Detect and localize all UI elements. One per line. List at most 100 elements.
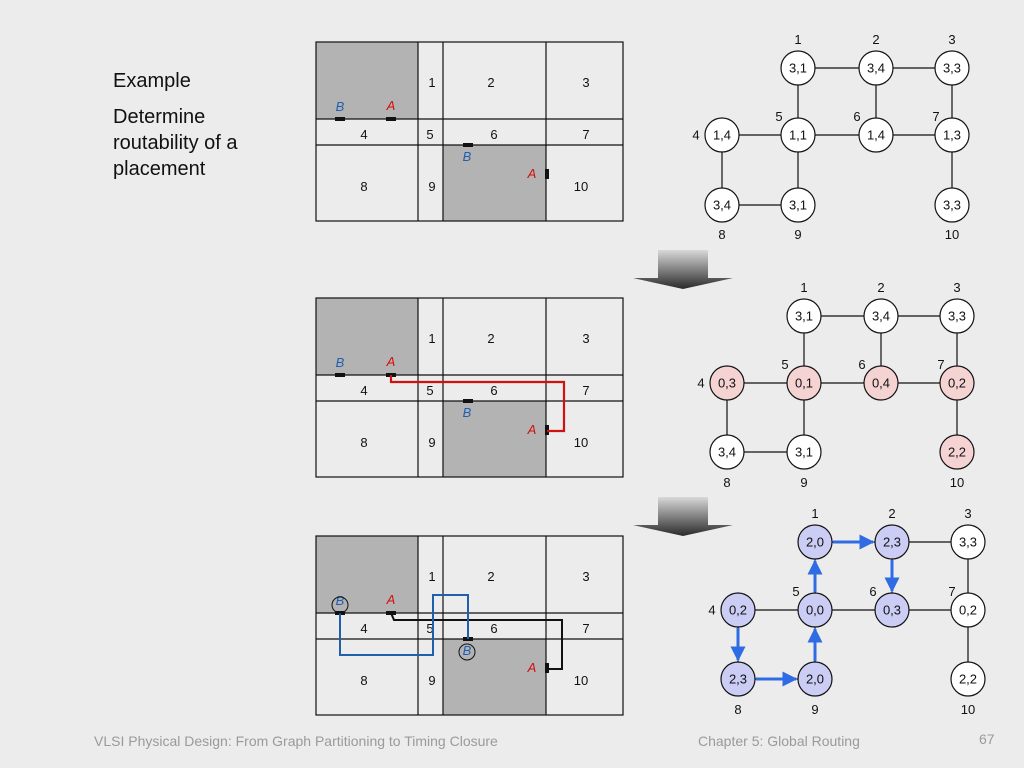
graph-label-side: 4 bbox=[692, 128, 699, 143]
cell-label-6: 6 bbox=[490, 621, 497, 636]
graph-node-value: 0,2 bbox=[729, 603, 747, 618]
cell-label-1: 1 bbox=[428, 569, 435, 584]
graph-node-2 bbox=[863, 298, 899, 334]
graph-label-side: 7 bbox=[937, 357, 944, 372]
graph-node-value: 0,2 bbox=[948, 376, 966, 391]
graph-label-bottom: 9 bbox=[811, 702, 818, 717]
graph-node-value: 1,4 bbox=[713, 128, 731, 143]
layout-border bbox=[315, 535, 624, 716]
graph-label-side: 7 bbox=[948, 584, 955, 599]
pin-a-label: A bbox=[386, 592, 396, 607]
cell-label-9: 9 bbox=[428, 673, 435, 688]
graph-node-value: 2,3 bbox=[883, 535, 901, 550]
footer-chapter: Chapter 5: Global Routing bbox=[698, 733, 860, 749]
graph-label-top: 3 bbox=[964, 506, 971, 521]
pin-a-label: A bbox=[527, 660, 537, 675]
page-number: 67 bbox=[979, 731, 995, 747]
graph-node-value: 0,3 bbox=[718, 376, 736, 391]
graph-node-10 bbox=[939, 434, 975, 470]
cell-label-8: 8 bbox=[360, 673, 367, 688]
cell-label-10: 10 bbox=[574, 179, 588, 194]
graph-node-6 bbox=[858, 117, 894, 153]
cell-label-10: 10 bbox=[574, 673, 588, 688]
pin-b-sink-marker bbox=[458, 643, 476, 661]
graph-node-3 bbox=[950, 524, 986, 560]
graph-label-side: 5 bbox=[775, 109, 782, 124]
graph-label-bottom: 9 bbox=[800, 475, 807, 490]
obstacle-cell-top-left bbox=[316, 42, 418, 119]
graph-node-6 bbox=[874, 592, 910, 628]
graph-label-side: 5 bbox=[792, 584, 799, 599]
graph-node-6 bbox=[863, 365, 899, 401]
cell-label-2: 2 bbox=[487, 569, 494, 584]
obstacle-cell-top-left bbox=[316, 536, 418, 613]
pin-a-source bbox=[386, 117, 396, 121]
graph-label-bottom: 8 bbox=[718, 227, 725, 242]
pin-b-source bbox=[335, 117, 345, 121]
graph-node-value: 3,1 bbox=[789, 198, 807, 213]
cell-label-4: 4 bbox=[360, 383, 367, 398]
graph-node-1 bbox=[786, 298, 822, 334]
pin-b-sink bbox=[463, 399, 473, 403]
graph-node-value: 3,1 bbox=[795, 309, 813, 324]
graph-label-side: 6 bbox=[869, 584, 876, 599]
pin-b-label: B bbox=[336, 593, 345, 608]
graph-node-10 bbox=[950, 661, 986, 697]
graph-node-7 bbox=[939, 365, 975, 401]
pin-a-label: A bbox=[527, 166, 537, 181]
cell-label-1: 1 bbox=[428, 75, 435, 90]
graph-label-top: 1 bbox=[811, 506, 818, 521]
cell-label-5: 5 bbox=[426, 127, 433, 142]
obstacle-cell-bottom-middle bbox=[443, 639, 546, 715]
graph-label-top: 2 bbox=[877, 280, 884, 295]
graph-node-value: 2,0 bbox=[806, 672, 824, 687]
graph-label-top: 2 bbox=[888, 506, 895, 521]
graph-node-4 bbox=[709, 365, 745, 401]
graph-node-value: 3,1 bbox=[789, 61, 807, 76]
graph-node-3 bbox=[934, 50, 970, 86]
graph-node-5 bbox=[780, 117, 816, 153]
cell-label-4: 4 bbox=[360, 127, 367, 142]
graph-label-bottom: 9 bbox=[794, 227, 801, 242]
cell-label-7: 7 bbox=[582, 127, 589, 142]
graph-node-value: 3,3 bbox=[948, 309, 966, 324]
graph-label-bottom: 8 bbox=[723, 475, 730, 490]
graph-node-value: 2,0 bbox=[806, 535, 824, 550]
cell-label-7: 7 bbox=[582, 383, 589, 398]
pin-b-source-marker bbox=[331, 596, 349, 614]
graph-node-1 bbox=[780, 50, 816, 86]
graph-label-bottom: 10 bbox=[945, 227, 959, 242]
graph-node-value: 0,4 bbox=[872, 376, 890, 391]
graph-label-top: 3 bbox=[948, 32, 955, 47]
pin-b-label: B bbox=[336, 99, 345, 114]
pin-a-label: A bbox=[386, 98, 396, 113]
cell-label-4: 4 bbox=[360, 621, 367, 636]
graph-label-side: 4 bbox=[697, 376, 704, 391]
graph-label-side: 6 bbox=[853, 109, 860, 124]
graph-node-value: 3,4 bbox=[867, 61, 885, 76]
obstacle-cell-bottom-middle bbox=[443, 401, 546, 477]
cell-label-2: 2 bbox=[487, 331, 494, 346]
graph-node-value: 1,1 bbox=[789, 128, 807, 143]
pin-a-label: A bbox=[386, 354, 396, 369]
cell-label-3: 3 bbox=[582, 569, 589, 584]
graph-node-8 bbox=[704, 187, 740, 223]
graph-node-2 bbox=[874, 524, 910, 560]
example-label: Example bbox=[113, 70, 191, 92]
graph-label-bottom: 10 bbox=[950, 475, 964, 490]
cell-label-10: 10 bbox=[574, 435, 588, 450]
graph-label-side: 7 bbox=[932, 109, 939, 124]
cell-label-8: 8 bbox=[360, 179, 367, 194]
slide-description: Determine routability of a placement bbox=[113, 106, 238, 180]
pin-a-sink bbox=[545, 169, 549, 179]
cell-label-9: 9 bbox=[428, 179, 435, 194]
cell-label-5: 5 bbox=[426, 383, 433, 398]
pin-b-label: B bbox=[463, 149, 472, 164]
graph-label-top: 1 bbox=[794, 32, 801, 47]
obstacle-cell-bottom-middle bbox=[443, 145, 546, 221]
graph-node-value: 2,2 bbox=[959, 672, 977, 687]
